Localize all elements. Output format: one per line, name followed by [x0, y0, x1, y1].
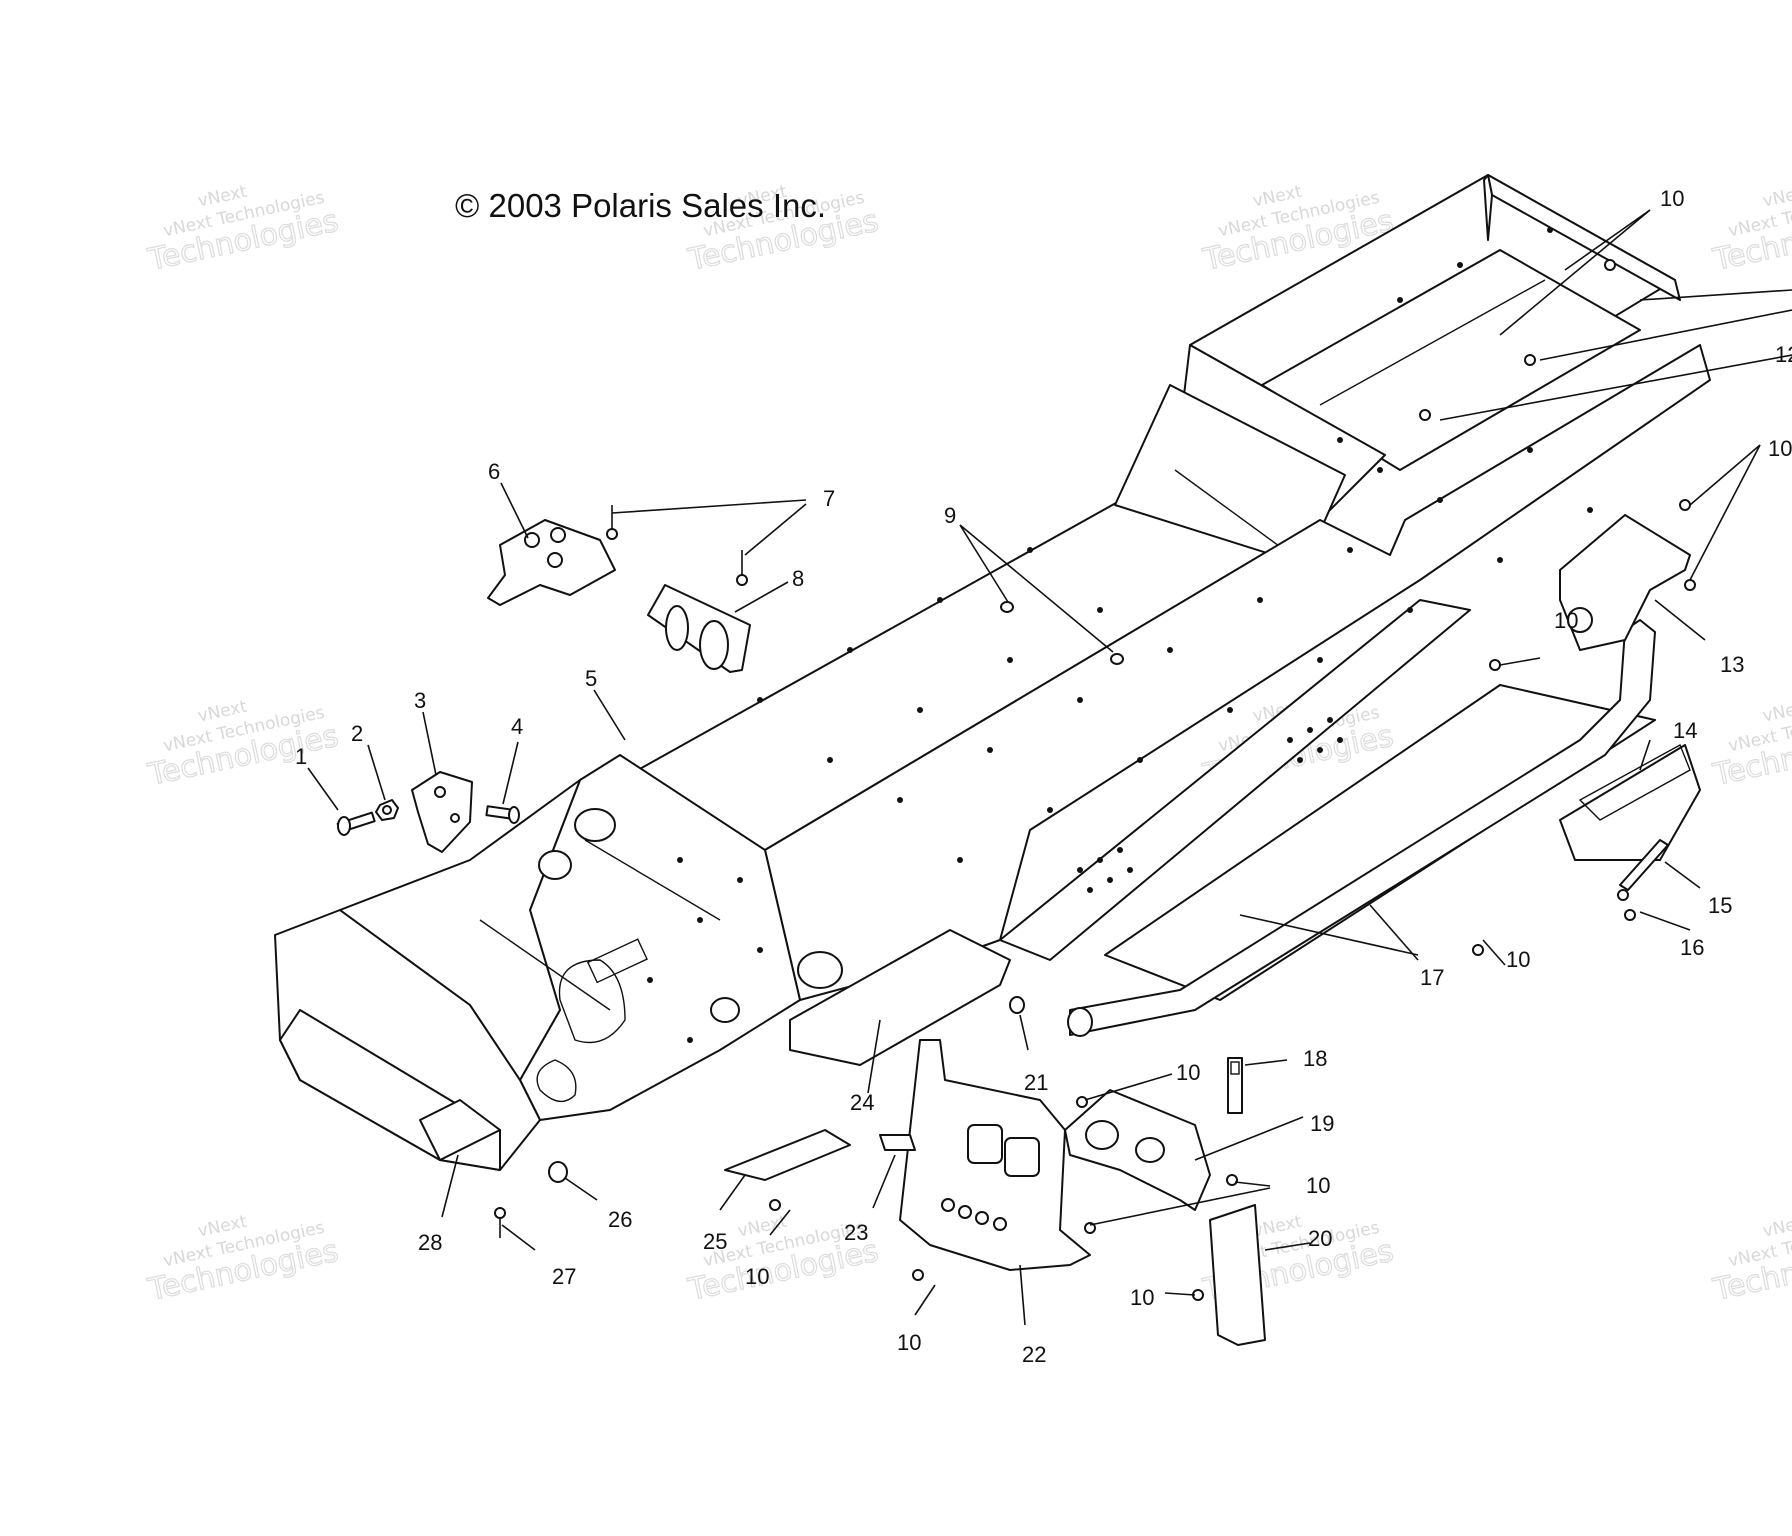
callout-19: 19 [1310, 1111, 1334, 1136]
part-8-grille [647, 584, 751, 673]
part-14-block [1559, 744, 1701, 861]
callout-17: 17 [1420, 965, 1444, 990]
part-25-plate [724, 1129, 851, 1181]
callout-10: 10 [745, 1264, 769, 1289]
part-20-plate [1209, 1204, 1266, 1346]
callout-3: 3 [414, 688, 426, 713]
part-7-screws [606, 505, 748, 586]
part-19-guard [1064, 1089, 1211, 1211]
callout-1: 1 [295, 744, 307, 769]
part-1-bolt [336, 811, 376, 836]
callout-8: 8 [792, 566, 804, 591]
callout-28: 28 [418, 1230, 442, 1255]
fasteners [769, 259, 1696, 1301]
callout-6: 6 [488, 459, 500, 484]
part-16-screws [1617, 889, 1636, 921]
rivet-holes [647, 227, 1613, 1043]
callout-10: 10 [1554, 608, 1578, 633]
callout-10: 10 [1176, 1060, 1200, 1085]
callout-14: 14 [1673, 718, 1697, 743]
watermark-top: vNext [1761, 1212, 1792, 1242]
callout-10: 10 [1660, 186, 1684, 211]
chassis-tunnel [274, 174, 1711, 1171]
callout-23: 23 [844, 1220, 868, 1245]
callout-2: 2 [351, 721, 363, 746]
part-13-bracket [1559, 514, 1691, 651]
callout-26: 26 [608, 1207, 632, 1232]
callout-16: 16 [1680, 935, 1704, 960]
callout-15: 15 [1708, 893, 1732, 918]
callout-13: 13 [1720, 652, 1744, 677]
callout-18: 18 [1303, 1046, 1327, 1071]
part-23-block [879, 1134, 916, 1151]
part-15-strip [1619, 839, 1669, 891]
part-21-plug [1009, 996, 1025, 1014]
callout-10: 10 [1130, 1285, 1154, 1310]
callout-24: 24 [850, 1090, 874, 1115]
callout-21: 21 [1024, 1070, 1048, 1095]
callout-10: 10 [1506, 947, 1530, 972]
part-3-bracket [411, 771, 473, 853]
part-4-bolt [485, 805, 520, 824]
part-26-plug [548, 1161, 568, 1183]
callout-25: 25 [703, 1229, 727, 1254]
part-6-bracket [487, 519, 616, 606]
part-22-guard [899, 1039, 1091, 1271]
callout-4: 4 [511, 714, 523, 739]
part-27-screw [494, 1207, 506, 1238]
leader-lines [307, 209, 1792, 1326]
callout-22: 22 [1022, 1342, 1046, 1367]
callout-27: 27 [552, 1264, 576, 1289]
part-2-nut [375, 799, 399, 821]
callout-20: 20 [1308, 1226, 1332, 1251]
callout-7: 7 [823, 486, 835, 511]
copyright-text: © 2003 Polaris Sales Inc. [455, 187, 826, 224]
callout-10: 10 [897, 1330, 921, 1355]
callout-12: 12 [1775, 342, 1792, 367]
callout-5: 5 [585, 666, 597, 691]
callout-9: 9 [944, 503, 956, 528]
callout-10: 10 [1768, 436, 1792, 461]
watermark-top: vNext [1761, 697, 1792, 727]
part-18-strap [1227, 1057, 1243, 1114]
part-9-plugs [1000, 601, 1124, 665]
callout-labels: 1 2 3 4 5 6 7 8 9 10 12 10 10 13 14 15 1… [295, 186, 1792, 1367]
callout-10: 10 [1306, 1173, 1330, 1198]
watermark-top: vNext [1761, 182, 1792, 212]
